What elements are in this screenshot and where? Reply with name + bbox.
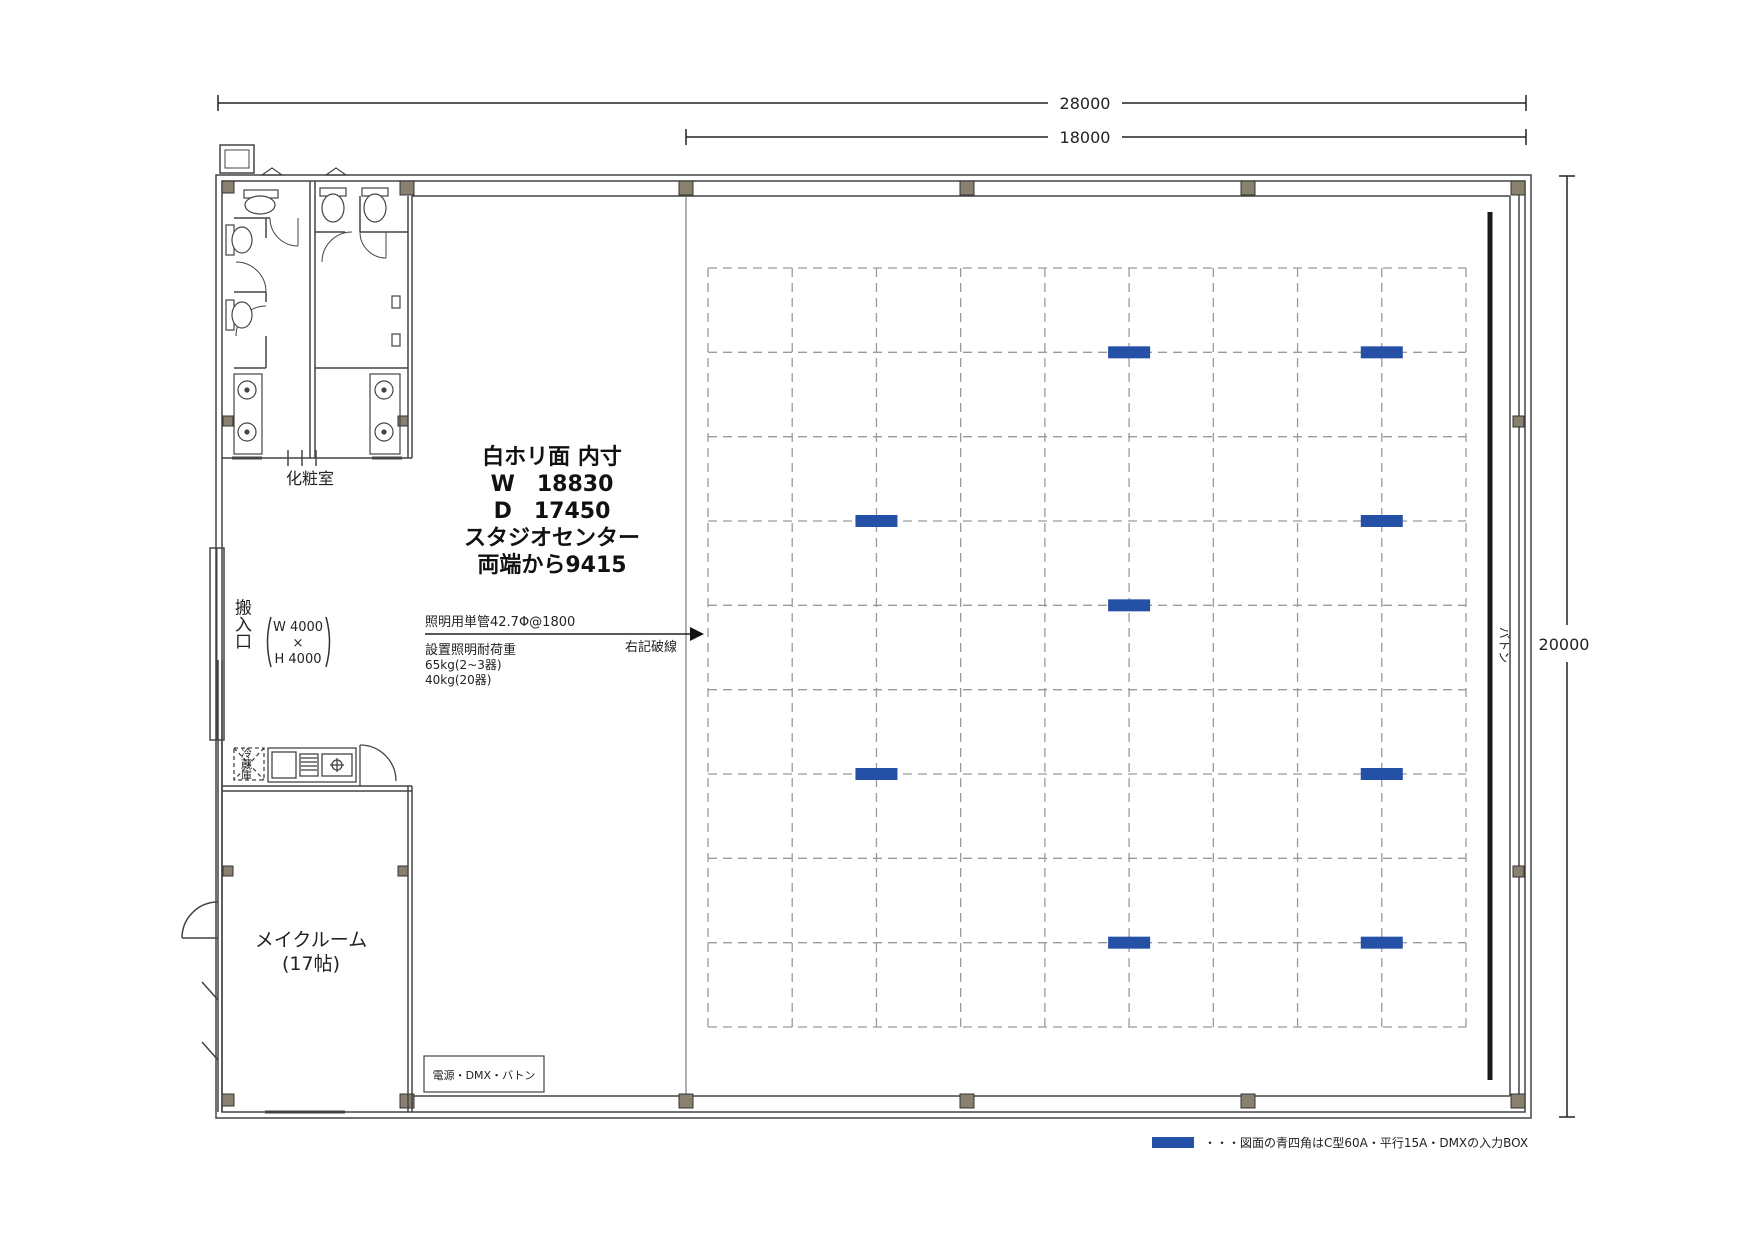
lighting-annotation: 照明用単管42.7Φ@1800 右記破線 設置照明耐荷重 65kg(2~3器) … <box>425 614 704 687</box>
loading-size-x: × <box>293 636 304 651</box>
legend-swatch <box>1152 1137 1194 1148</box>
main-label-line3: D 17450 <box>494 499 611 524</box>
dimension-total-width: 28000 <box>217 94 1527 113</box>
dmx-box <box>1360 768 1403 780</box>
powder-room-label: 化粧室 <box>286 469 334 488</box>
columns <box>221 180 1526 1109</box>
powder-room-door <box>232 450 402 466</box>
dmx-box <box>855 515 898 527</box>
dashed-line-note: 右記破線 <box>625 639 677 655</box>
legend-text: ・・・図面の青四角はC型60A・平行15A・DMXの入力BOX <box>1204 1136 1528 1150</box>
lighting-grid <box>707 267 1467 1028</box>
loading-size-h: H 4000 <box>275 652 322 667</box>
load-2: 40kg(20器) <box>425 673 491 687</box>
load-title: 設置照明耐荷重 <box>425 642 516 658</box>
outer-walls <box>215 174 1532 1119</box>
dimension-total-depth: 20000 <box>1539 175 1590 1118</box>
dmx-box <box>1108 346 1151 359</box>
power-box-label: 電源・DMX・バトン <box>433 1068 536 1082</box>
utility-box <box>219 144 255 174</box>
power-box <box>423 1055 545 1093</box>
dmx-boxes <box>855 346 1403 949</box>
total-depth-label: 20000 <box>1539 635 1590 654</box>
studio-main-label: 白ホリ面 内寸 W 18830 D 17450 スタジオセンター 両端から941… <box>464 444 640 578</box>
loading-entrance-label: 搬入口 <box>231 598 252 649</box>
dmx-box <box>1108 936 1151 949</box>
fridge-label: 冷蔵庫 <box>240 747 253 781</box>
total-width-label: 28000 <box>1060 94 1111 113</box>
dmx-box <box>855 768 898 780</box>
main-label-line1: 白ホリ面 内寸 <box>482 444 622 470</box>
dmx-box <box>1360 936 1403 949</box>
pipe-label: 照明用単管42.7Φ@1800 <box>425 614 575 630</box>
main-label-line5: 両端から9415 <box>477 553 626 578</box>
makeup-room-label: メイクルーム <box>255 929 367 951</box>
dmx-box <box>1108 599 1151 612</box>
dmx-box <box>1360 346 1403 359</box>
loading-entrance <box>209 547 225 741</box>
loading-size-w: W 4000 <box>273 620 323 635</box>
main-label-line2: W 18830 <box>491 472 614 497</box>
toilet-fixtures <box>225 187 401 347</box>
sink-fixtures <box>237 380 394 442</box>
batten-label: バトン <box>1497 627 1511 663</box>
dimension-stage-width: 18000 <box>685 128 1527 147</box>
main-label-line4: スタジオセンター <box>464 526 640 551</box>
kitchenette <box>233 744 397 786</box>
load-1: 65kg(2~3器) <box>425 658 502 672</box>
dmx-box <box>1360 515 1403 527</box>
arrow-icon <box>690 627 704 641</box>
stage-width-label: 18000 <box>1060 128 1111 147</box>
legend: ・・・図面の青四角はC型60A・平行15A・DMXの入力BOX <box>1152 1136 1528 1150</box>
makeup-room-size: (17帖) <box>282 953 340 975</box>
makeup-room-walls <box>181 660 413 1114</box>
